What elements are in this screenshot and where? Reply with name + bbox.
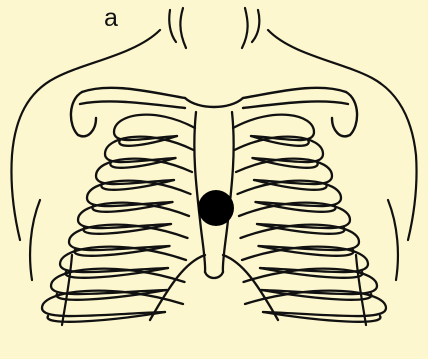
panel-label: a [104, 3, 118, 33]
chest-marker-dot [198, 190, 234, 226]
